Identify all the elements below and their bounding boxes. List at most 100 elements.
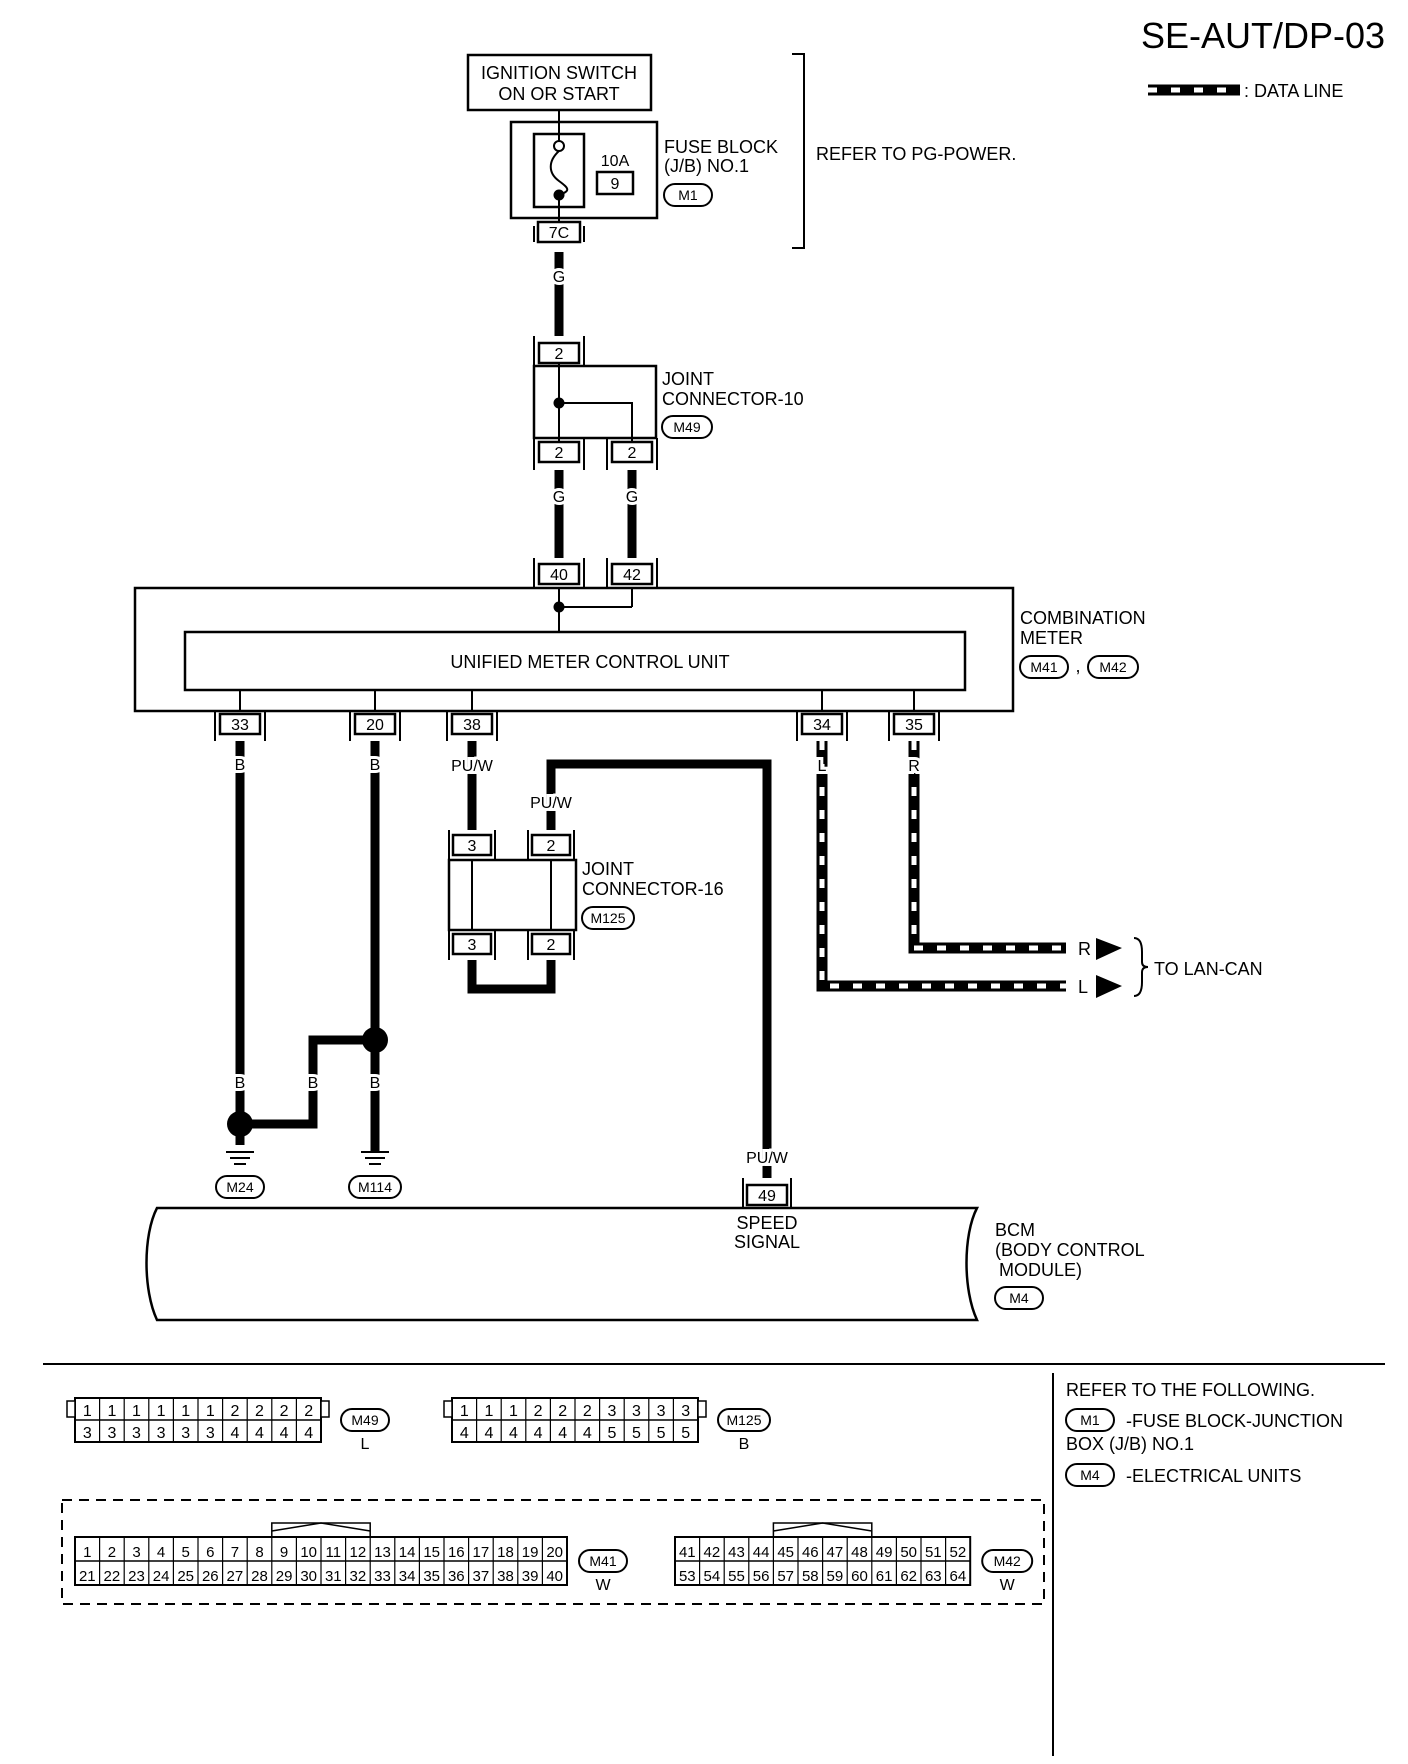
cavity-number: 49 (876, 1544, 893, 1561)
cavity-number: 31 (325, 1568, 342, 1585)
data-line-r (908, 741, 1066, 954)
cavity-number: 60 (851, 1568, 868, 1585)
cavity-number: 2 (255, 1403, 264, 1420)
cavity-number: 3 (157, 1425, 166, 1442)
joint-connector-10: 2 2 2 JOINT CONNECTOR-10 M49 (532, 336, 804, 470)
svg-text:10A: 10A (601, 153, 630, 170)
svg-text:M4: M4 (1080, 1467, 1100, 1483)
cavity-number: 25 (177, 1568, 194, 1585)
svg-text:B: B (308, 1075, 319, 1092)
cavity-number: 4 (255, 1425, 264, 1442)
svg-text:FUSE BLOCK: FUSE BLOCK (664, 137, 778, 157)
cavity-number: 4 (280, 1425, 289, 1442)
cavity-number: 47 (827, 1544, 844, 1561)
cavity-number: 3 (206, 1425, 215, 1442)
cavity-number: 52 (950, 1544, 967, 1561)
svg-text:(BODY CONTROL: (BODY CONTROL (995, 1240, 1145, 1260)
svg-text:B: B (235, 757, 246, 774)
cavity-number: 4 (230, 1425, 239, 1442)
wire-color-puw-2: PU/W (530, 795, 573, 812)
svg-text:33: 33 (231, 717, 249, 734)
cavity-number: 38 (497, 1568, 514, 1585)
wire-color-r: R (908, 758, 920, 775)
data-line-legend: : DATA LINE (1148, 81, 1343, 101)
cavity-number: 22 (104, 1568, 121, 1585)
cavity-number: 3 (657, 1403, 666, 1420)
svg-text:L: L (1078, 977, 1088, 997)
svg-text:REFER TO PG-POWER.: REFER TO PG-POWER. (816, 144, 1016, 164)
lan-can-destination: R L TO LAN-CAN (1078, 937, 1263, 998)
svg-text:3: 3 (468, 838, 477, 855)
cavity-number: 1 (181, 1403, 190, 1420)
cavity-number: 21 (79, 1568, 96, 1585)
svg-text:M49: M49 (673, 419, 700, 435)
cavity-number: 4 (534, 1425, 543, 1442)
ground-wire-color-labels: B B B B B (232, 754, 384, 1095)
fuse-block-connector-badge (663, 183, 713, 207)
svg-text:34: 34 (813, 717, 831, 734)
svg-text:BCM: BCM (995, 1220, 1035, 1240)
cavity-number: 44 (753, 1544, 770, 1561)
svg-text:2: 2 (555, 445, 564, 462)
svg-text:49: 49 (758, 1188, 776, 1205)
cavity-number: 3 (632, 1403, 641, 1420)
cavity-number: 56 (753, 1568, 770, 1585)
svg-text:7C: 7C (549, 225, 569, 242)
cavity-number: 2 (558, 1403, 567, 1420)
page-title: SE-AUT/DP-03 (1141, 15, 1385, 56)
connector-id: M41 (589, 1553, 616, 1569)
cavity-number: 4 (583, 1425, 592, 1442)
cavity-number: 43 (728, 1544, 745, 1561)
cavity-number: 3 (607, 1403, 616, 1420)
svg-text:B: B (370, 757, 381, 774)
cavity-number: 17 (473, 1544, 490, 1561)
svg-text:: DATA LINE: : DATA LINE (1244, 81, 1343, 101)
wire-color-puw-3: PU/W (746, 1150, 789, 1167)
cavity-number: 3 (181, 1425, 190, 1442)
cavity-number: 4 (460, 1425, 469, 1442)
svg-text:2: 2 (547, 937, 556, 954)
svg-text:-ELECTRICAL UNITS: -ELECTRICAL UNITS (1126, 1466, 1301, 1486)
connector-color: W (1000, 1577, 1016, 1594)
svg-text:M4: M4 (1009, 1290, 1029, 1306)
cavity-number: 1 (509, 1403, 518, 1420)
cavity-number: 11 (326, 1544, 342, 1561)
cavity-number: 8 (255, 1544, 263, 1561)
svg-text:35: 35 (905, 717, 923, 734)
svg-text:BOX (J/B) NO.1: BOX (J/B) NO.1 (1066, 1434, 1194, 1454)
cavity-number: 53 (679, 1568, 696, 1585)
cavity-number: 54 (704, 1568, 721, 1585)
cavity-number: 24 (153, 1568, 170, 1585)
ignition-switch: IGNITION SWITCH ON OR START (466, 53, 653, 112)
cavity-number: 1 (484, 1403, 493, 1420)
cavity-number: 3 (681, 1403, 690, 1420)
wire-puw-joint16-to-bcm (546, 759, 772, 1178)
cavity-number: 50 (900, 1544, 917, 1561)
cavity-number: 2 (304, 1403, 313, 1420)
cavity-number: 5 (657, 1425, 666, 1442)
arrow-right-icon (1096, 975, 1122, 998)
cavity-number: 57 (777, 1568, 794, 1585)
svg-text:UNIFIED METER CONTROL UNIT: UNIFIED METER CONTROL UNIT (450, 652, 729, 672)
connector-id: M42 (994, 1553, 1021, 1569)
cavity-number: 3 (132, 1425, 141, 1442)
svg-text:M125: M125 (590, 910, 625, 926)
cavity-number: 16 (448, 1544, 465, 1561)
cavity-number: 29 (276, 1568, 293, 1585)
cavity-number: 35 (423, 1568, 440, 1585)
cavity-number: 2 (108, 1544, 116, 1561)
svg-text:2: 2 (547, 838, 556, 855)
svg-text:9: 9 (611, 176, 620, 193)
svg-text:IGNITION SWITCH: IGNITION SWITCH (481, 63, 637, 83)
cavity-number: 59 (827, 1568, 844, 1585)
cavity-number: 3 (132, 1544, 140, 1561)
cavity-number: 12 (350, 1544, 367, 1561)
connector-color: B (739, 1436, 750, 1453)
cavity-number: 28 (251, 1568, 268, 1585)
cavity-number: 9 (280, 1544, 288, 1561)
refer-pg-power: REFER TO PG-POWER. (792, 53, 1016, 249)
svg-text:M1: M1 (1080, 1412, 1100, 1428)
